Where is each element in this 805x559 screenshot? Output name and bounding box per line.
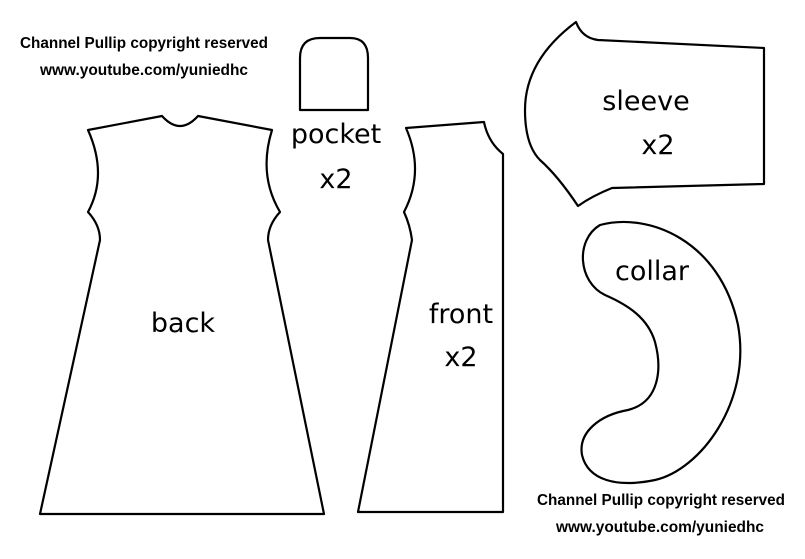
credit-bottom-line2: www.youtube.com/yuniedhc [555, 519, 764, 536]
credit-top-line1: Channel Pullip copyright reserved [20, 35, 268, 52]
front-piece [356, 120, 505, 514]
collar-label: collar [615, 256, 690, 287]
sleeve-count: x2 [641, 130, 674, 161]
sleeve-label: sleeve [602, 86, 689, 117]
collar-piece [580, 220, 742, 484]
front-count: x2 [444, 342, 477, 373]
back-piece [38, 114, 326, 516]
pocket-piece [298, 36, 370, 112]
front-label: front [429, 299, 493, 330]
pocket-label: pocket [291, 119, 381, 150]
credit-bottom-line1: Channel Pullip copyright reserved [537, 492, 785, 509]
pocket-count: x2 [319, 164, 352, 195]
credit-top-line2: www.youtube.com/yuniedhc [39, 62, 248, 79]
sleeve-piece [523, 20, 766, 208]
back-label: back [151, 308, 216, 339]
